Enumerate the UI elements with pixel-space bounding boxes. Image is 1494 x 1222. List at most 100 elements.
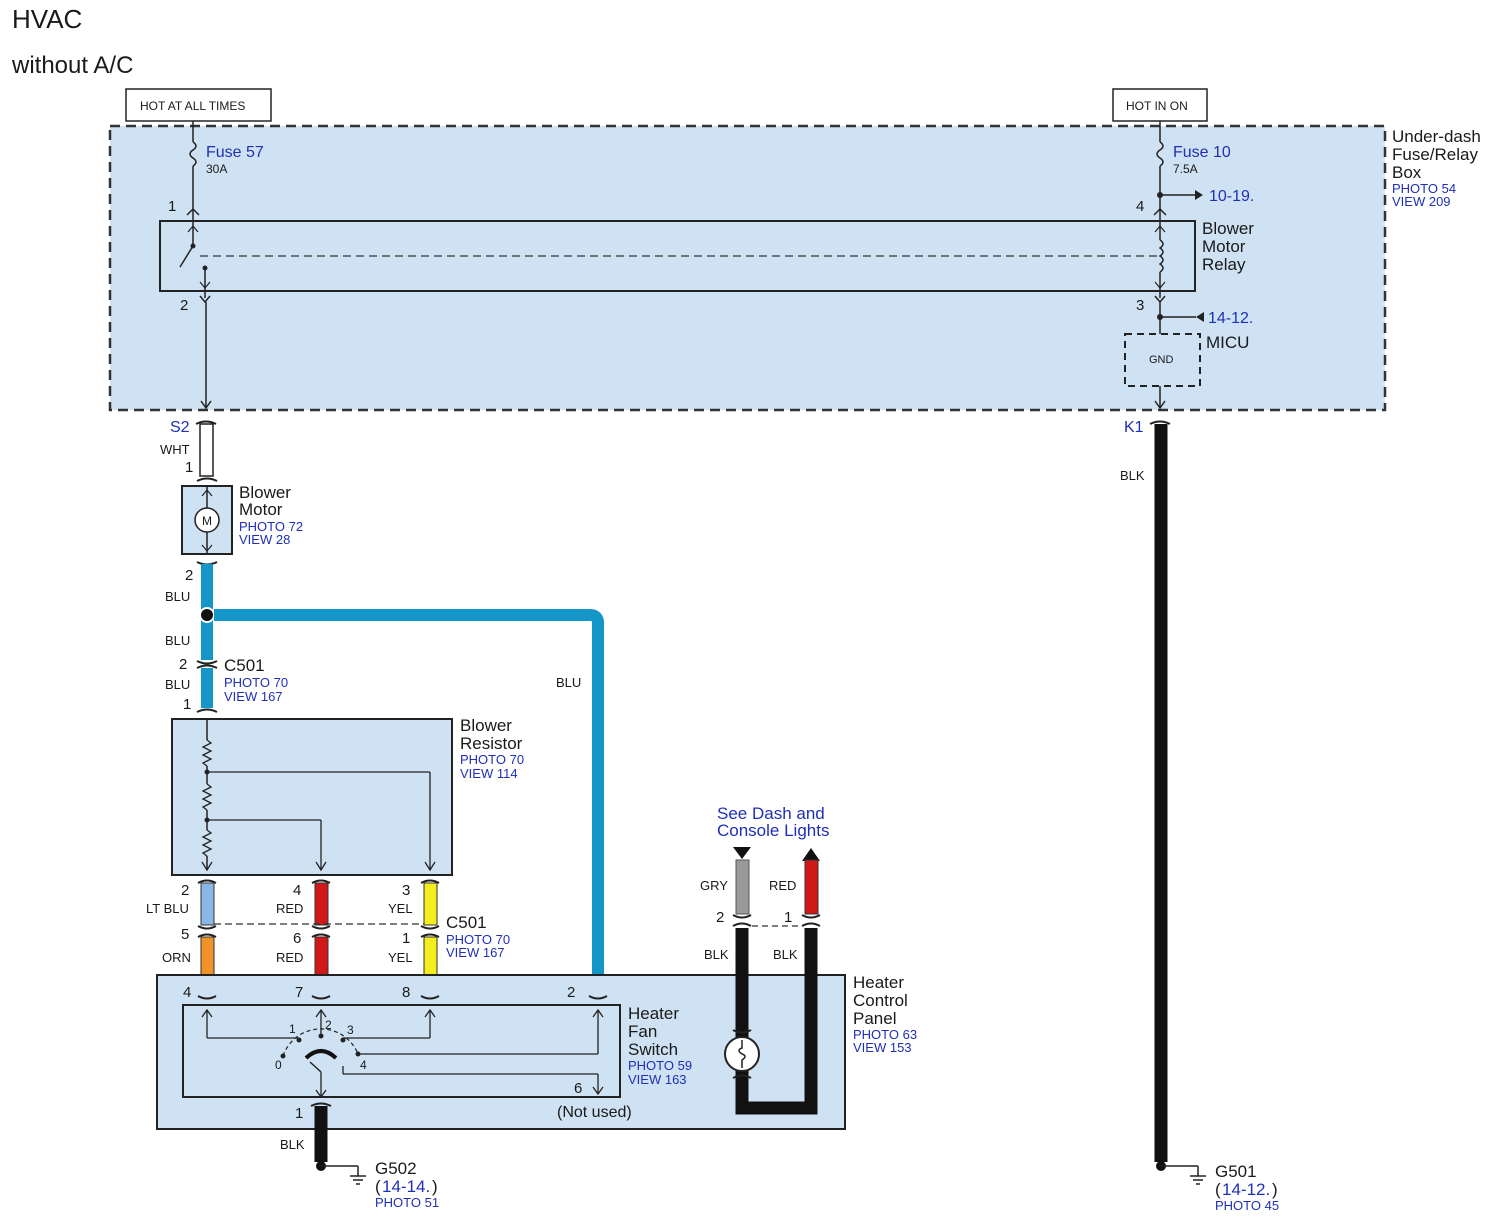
svg-text:M: M — [202, 514, 212, 528]
fuse-57 — [189, 121, 197, 212]
wire-label-blk-1: BLK — [773, 947, 798, 962]
source-hot-at-all-times: HOT AT ALL TIMES — [125, 88, 272, 122]
g501-ref: 14-12. — [1222, 1180, 1270, 1199]
blower-resistor-photo: PHOTO 70 — [460, 752, 524, 767]
switch-pin-2: 2 — [567, 984, 575, 1001]
wire-wht — [199, 423, 214, 477]
c501a-label: C501 — [224, 656, 265, 675]
micu-gnd-label: GND — [1149, 354, 1174, 366]
dash-ref-line-1: See Dash and — [717, 804, 825, 823]
wire-label-blu-3: BLU — [165, 677, 190, 692]
wire-yel-3 — [423, 882, 438, 926]
wire-label-red-4: RED — [276, 901, 303, 916]
wire-gry — [735, 859, 750, 915]
blower-motor-photo: PHOTO 72 — [239, 519, 303, 534]
ref-14-12-relay: 14-12. — [1208, 310, 1253, 327]
wire-blk-lamp-loop — [735, 928, 818, 1115]
hcp-label-3: Panel — [853, 1009, 896, 1028]
fuse-10-rating: 7.5A — [1173, 162, 1198, 176]
hfs-label-1: Heater — [628, 1004, 679, 1023]
c501b-label: C501 — [446, 913, 487, 932]
switch-pos-2: 2 — [325, 1018, 332, 1032]
switch-pin-7: 7 — [295, 984, 303, 1001]
switch-pos-1: 1 — [289, 1022, 296, 1036]
relay-label-1: Blower — [1202, 219, 1254, 238]
hcp-label-1: Heater — [853, 973, 904, 992]
wire-label-blu-4: BLU — [556, 675, 581, 690]
fuse-box-view: VIEW 209 — [1392, 194, 1451, 209]
relay-pin-2: 2 — [180, 297, 188, 314]
switch-not-used: (Not used) — [557, 1104, 632, 1121]
g502-photo: PHOTO 51 — [375, 1195, 439, 1210]
wire-lt-blu — [200, 882, 215, 926]
blower-motor-label-2: Motor — [239, 500, 283, 519]
hfs-view: VIEW 163 — [628, 1072, 687, 1087]
relay-label-2: Motor — [1202, 237, 1246, 256]
ref-10-19: 10-19. — [1209, 188, 1254, 205]
c501a-photo: PHOTO 70 — [224, 675, 288, 690]
wire-label-blk-g502: BLK — [280, 1137, 305, 1152]
hfs-label-2: Fan — [628, 1022, 657, 1041]
wire-red-4 — [314, 882, 329, 926]
resistor-pin-3: 3 — [402, 882, 410, 899]
blower-resistor-view: VIEW 114 — [460, 766, 518, 781]
g502-open: ( — [375, 1177, 381, 1196]
wire-label-blk-2: BLK — [704, 947, 729, 962]
hcp-photo: PHOTO 63 — [853, 1027, 917, 1042]
switch-pos-4: 4 — [360, 1058, 367, 1072]
fuse-57-rating: 30A — [206, 162, 227, 176]
arrow-red-out — [802, 848, 820, 861]
page-subtitle: without A/C — [11, 52, 133, 79]
switch-pin-1: 1 — [295, 1105, 303, 1122]
resistor-pin-2: 2 — [181, 882, 189, 899]
fuse-box-name-2: Fuse/Relay — [1392, 145, 1478, 164]
wire-label-yel-1: YEL — [388, 950, 413, 965]
page-title: HVAC — [12, 4, 82, 34]
c501a-pin-2: 2 — [179, 656, 187, 673]
blower-motor-symbol — [194, 507, 220, 533]
hfs-photo: PHOTO 59 — [628, 1058, 692, 1073]
g502-close: ) — [432, 1177, 438, 1196]
wire-label-yel-3: YEL — [388, 901, 413, 916]
blower-resistor-label-1: Blower — [460, 716, 512, 735]
c501b-view: VIEW 167 — [446, 945, 505, 960]
switch-pin-4: 4 — [183, 984, 191, 1001]
switch-pin-8: 8 — [402, 984, 410, 1001]
resistor-pin-1: 1 — [402, 930, 410, 947]
g501-open: ( — [1215, 1180, 1221, 1199]
wire-label-blk-k1: BLK — [1120, 468, 1145, 483]
hfs-label-3: Switch — [628, 1040, 678, 1059]
wire-blu-to-switch — [214, 609, 604, 995]
connector-k1: K1 — [1124, 419, 1144, 436]
wire-label-red-6: RED — [276, 950, 303, 965]
svg-text:HOT AT ALL TIMES: HOT AT ALL TIMES — [140, 99, 245, 113]
svg-text:HOT IN ON: HOT IN ON — [1126, 99, 1188, 113]
wire-label-blu-1: BLU — [165, 589, 190, 604]
wire-label-wht: WHT — [160, 442, 190, 457]
wire-label-red-top: RED — [769, 878, 796, 893]
c501a-pin-1: 1 — [183, 696, 191, 713]
g502-ref: 14-14. — [382, 1177, 430, 1196]
c501b-photo: PHOTO 70 — [446, 932, 510, 947]
relay-pin-3: 3 — [1136, 297, 1144, 314]
micu-gnd-box — [1124, 333, 1201, 387]
switch-pos-3: 3 — [347, 1023, 354, 1037]
micu-label: MICU — [1206, 333, 1249, 352]
c501a-view: VIEW 167 — [224, 689, 283, 704]
resistor-pin-4: 4 — [293, 882, 301, 899]
relay-pin-1: 1 — [168, 198, 176, 215]
switch-pos-0: 0 — [275, 1058, 282, 1072]
relay-label-3: Relay — [1202, 255, 1246, 274]
dash-pin-1: 1 — [784, 909, 792, 926]
g501-name: G501 — [1215, 1162, 1257, 1181]
dash-ref-line-2: Console Lights — [717, 821, 829, 840]
resistor-element-2 — [201, 783, 213, 811]
fuse-box-photo: PHOTO 54 — [1392, 181, 1456, 196]
wire-label-blu-2: BLU — [165, 633, 190, 648]
fuse-10-label: Fuse 10 — [1173, 144, 1231, 161]
rotary-switch-wiper — [304, 1049, 338, 1060]
g501-close: ) — [1272, 1180, 1278, 1199]
blower-resistor-label-2: Resistor — [460, 734, 523, 753]
fuse-10 — [1156, 121, 1164, 212]
